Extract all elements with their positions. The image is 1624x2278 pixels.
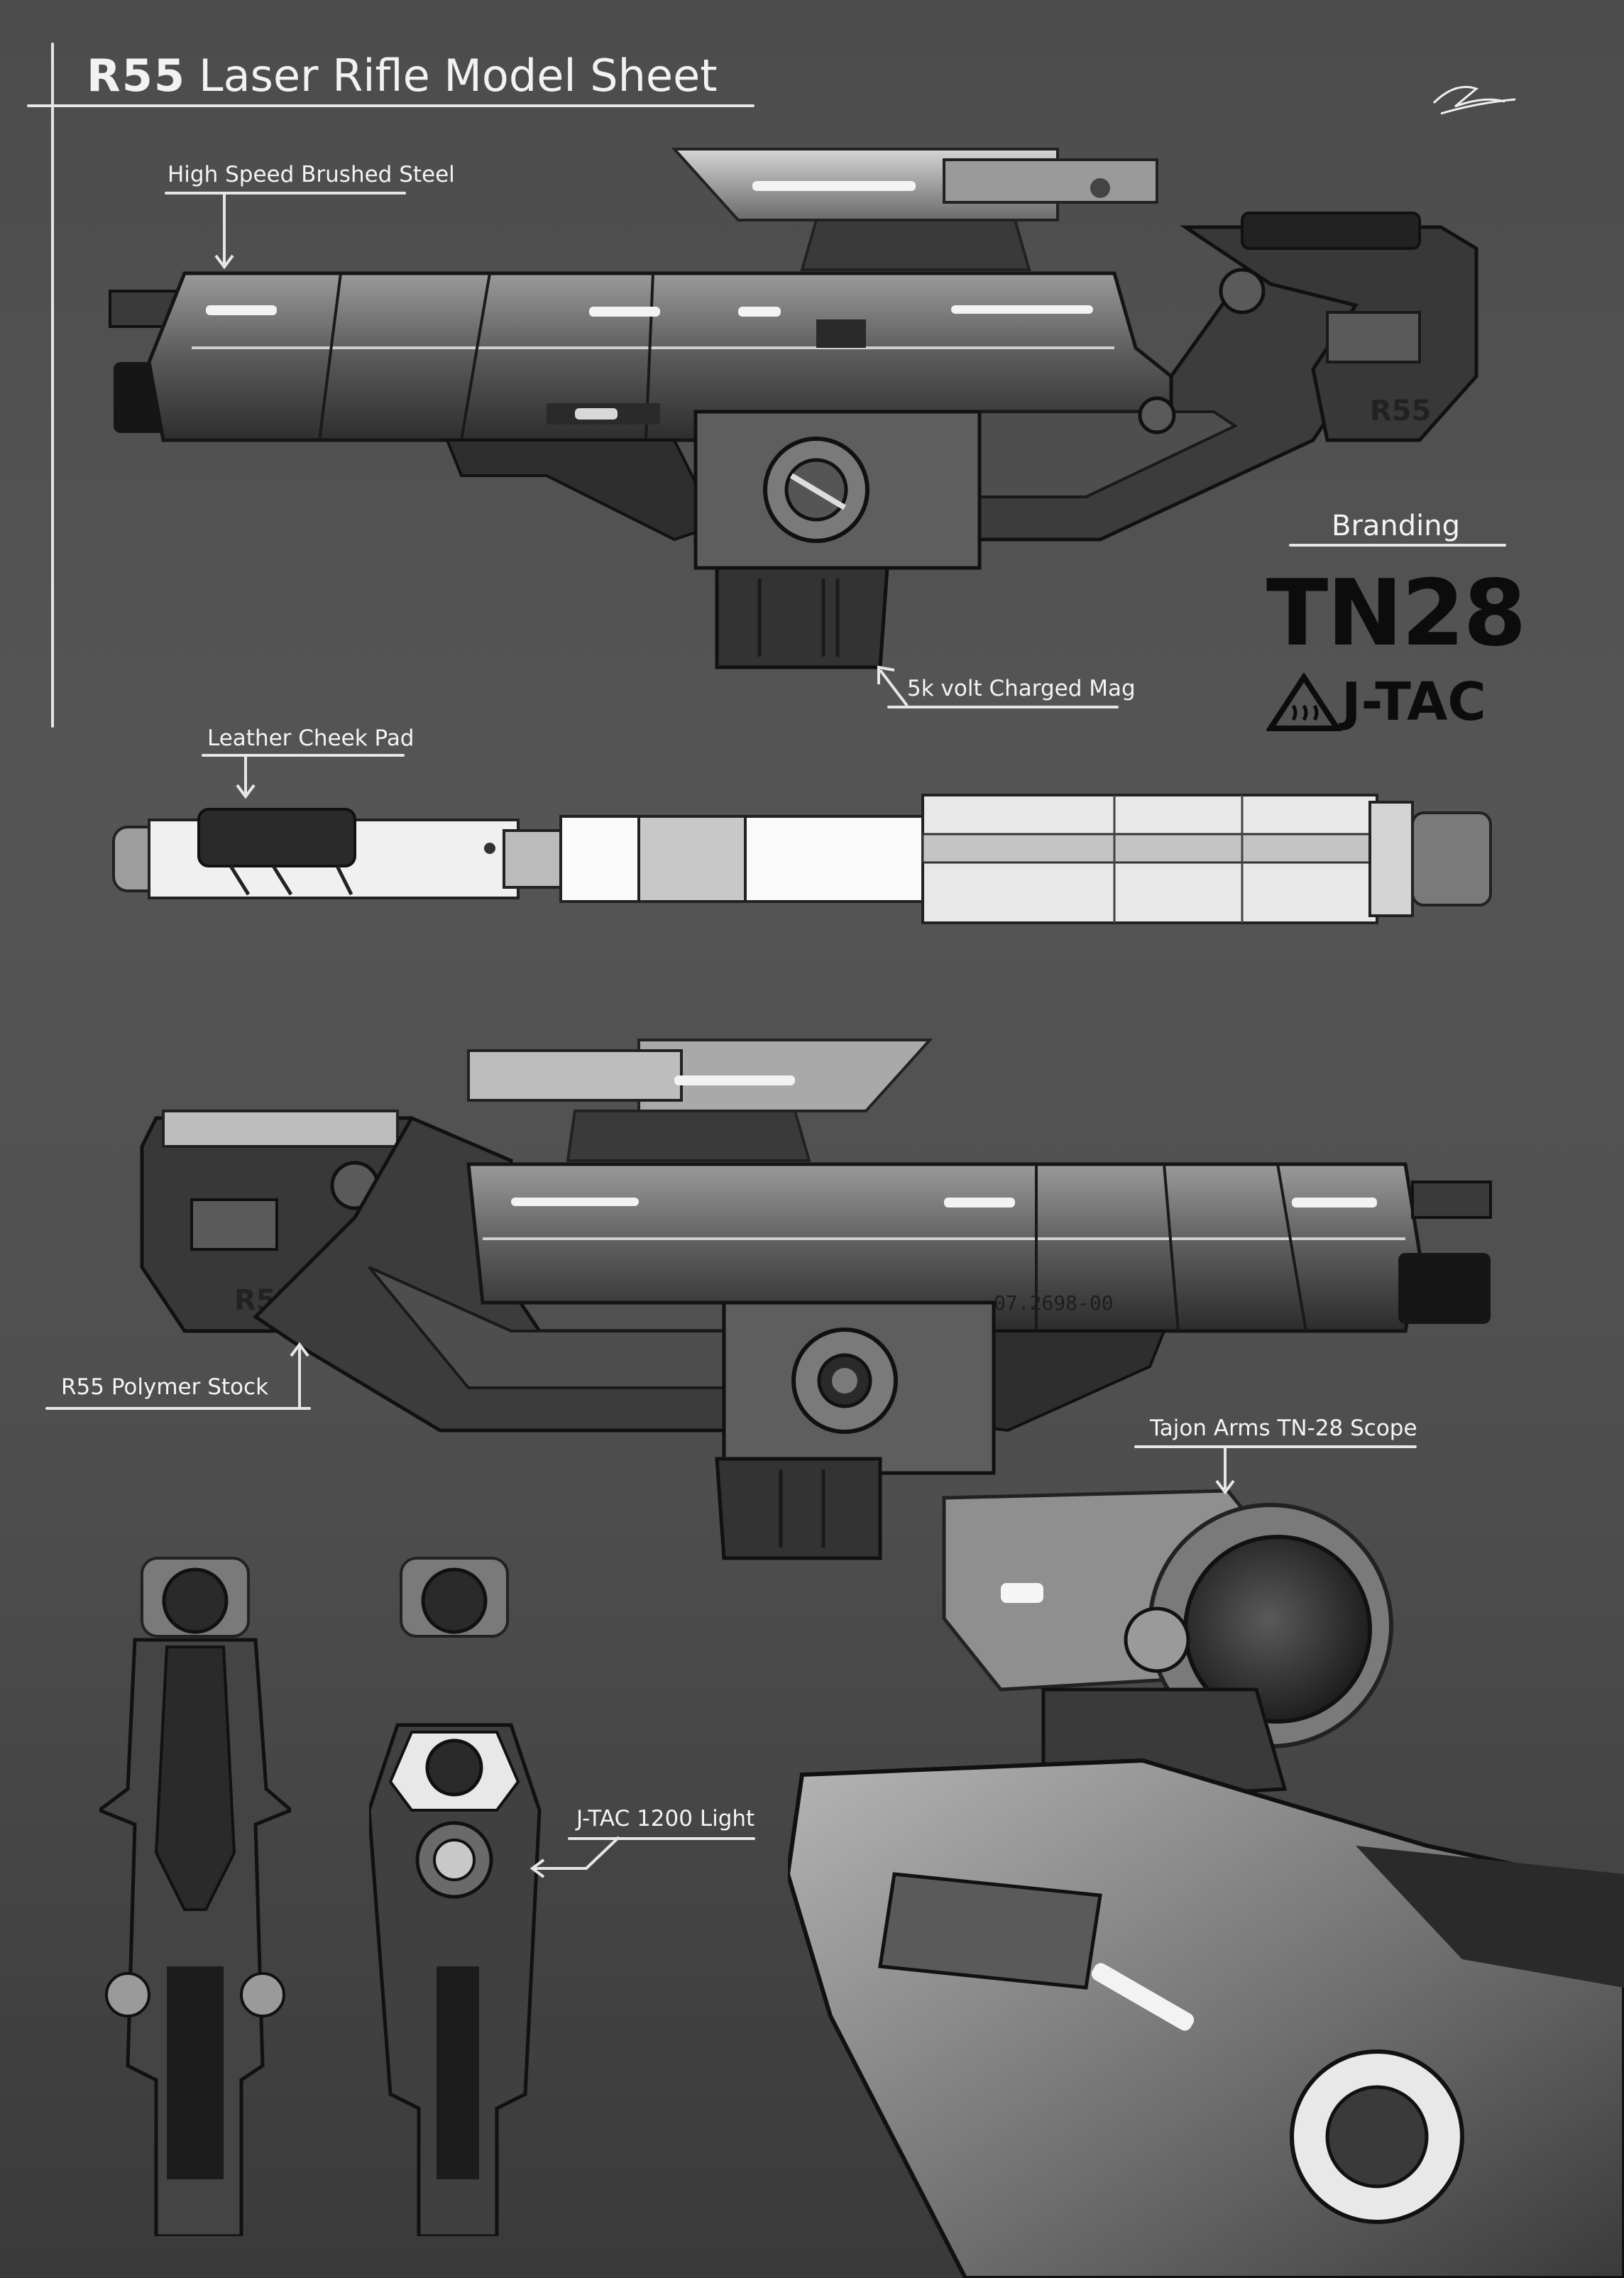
label-polymer-stock-underline — [45, 1407, 311, 1410]
label-brushed-steel-arrow — [214, 193, 234, 270]
frame-vertical-line — [51, 43, 54, 728]
rifle-rear-view — [99, 1557, 291, 2236]
label-cheek-pad-arrow — [236, 755, 256, 799]
title-underline — [27, 104, 755, 107]
logo-jtac: J-TAC — [1342, 672, 1486, 733]
title-text: Laser Rifle Model Sheet — [199, 50, 718, 102]
serial-engraving: 07.2698-00 — [994, 1291, 1114, 1315]
warning-triangle-icon — [1266, 673, 1342, 731]
rifle-top-view — [112, 794, 1492, 924]
branding-heading: Branding — [1332, 510, 1460, 542]
rifle-side-view-left: R55 — [109, 148, 1478, 669]
branding-underline — [1289, 544, 1506, 547]
label-scope: Tajon Arms TN-28 Scope — [1150, 1415, 1417, 1441]
label-charged-mag-arrow — [877, 665, 909, 707]
artist-signature — [1432, 86, 1516, 115]
stock-engraving-r55: R55 — [1370, 395, 1431, 427]
title-code: R55 — [87, 50, 187, 102]
label-polymer-stock-arrow — [290, 1342, 309, 1408]
label-scope-underline — [1134, 1445, 1417, 1448]
label-light-underline — [568, 1837, 755, 1840]
label-charged-mag: 5k volt Charged Mag — [907, 676, 1136, 701]
rifle-front-view — [369, 1557, 542, 2236]
label-polymer-stock: R55 Polymer Stock — [61, 1374, 269, 1400]
label-cheek-pad: Leather Cheek Pad — [207, 725, 415, 751]
label-charged-mag-underline — [887, 706, 1119, 708]
label-light-arrow — [530, 1836, 620, 1878]
logo-tn28: TN28 — [1266, 561, 1527, 667]
label-cheek-pad-underline — [202, 754, 405, 757]
label-brushed-steel-underline — [165, 192, 406, 195]
label-scope-arrow — [1215, 1447, 1235, 1495]
rifle-side-view-right: R55 07.2698-00 — [140, 1039, 1492, 1560]
scope-closeup — [788, 1489, 1624, 2278]
label-light: J-TAC 1200 Light — [576, 1806, 755, 1831]
label-brushed-steel: High Speed Brushed Steel — [168, 162, 455, 187]
